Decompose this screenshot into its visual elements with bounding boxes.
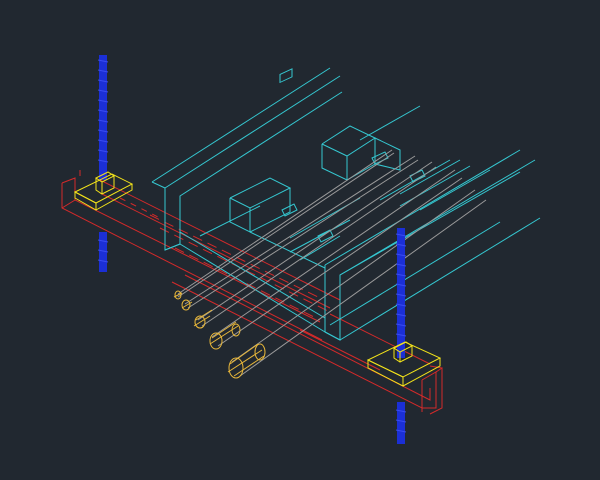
- strut-channel-right: [171, 274, 443, 415]
- cable-3: [193, 161, 437, 329]
- threaded-rod-right: [395, 228, 407, 444]
- beam-clamp-right: [366, 341, 442, 387]
- cable-tray: [151, 67, 541, 341]
- strut-channel-left: [61, 170, 341, 341]
- strut-hidden-lines: [149, 214, 331, 321]
- threaded-rod-left: [97, 55, 109, 272]
- beam-clamp-left: [73, 171, 134, 211]
- cable-4: [209, 169, 463, 350]
- cables: [173, 149, 487, 379]
- cable-5: [227, 189, 487, 379]
- cable-1: [173, 149, 395, 300]
- cable-2: [181, 155, 419, 311]
